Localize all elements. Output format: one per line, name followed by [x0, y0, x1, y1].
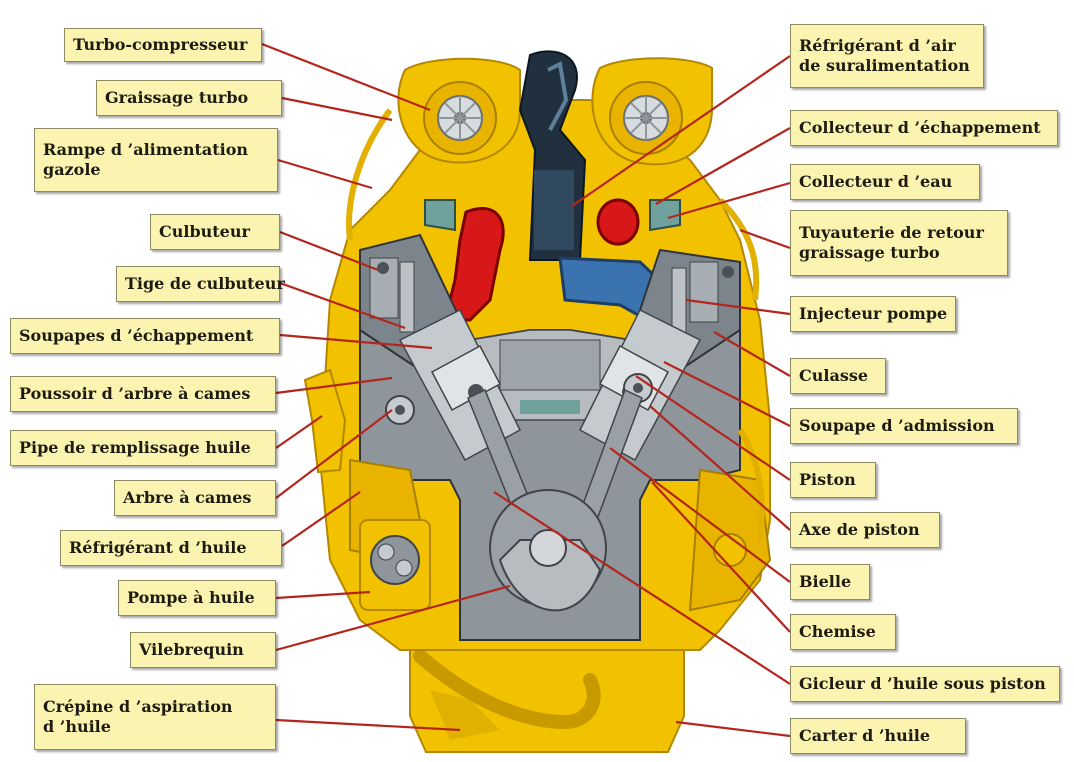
label-graissage-turbo: Graissage turbo	[96, 80, 282, 116]
label-chemise: Chemise	[790, 614, 896, 650]
label-carter-d-huile: Carter d ’huile	[790, 718, 966, 754]
oil-pump	[360, 520, 430, 610]
label-text-line: graissage turbo	[799, 243, 999, 263]
label-pompe-a-huile: Pompe à huile	[118, 580, 276, 616]
label-text-line: Tuyauterie de retour	[799, 223, 999, 243]
left-turbo	[398, 59, 520, 163]
right-turbo	[592, 58, 712, 164]
label-text-line: Vilebrequin	[139, 640, 267, 660]
label-text-line: Poussoir d ’arbre à cames	[19, 384, 267, 404]
label-text-line: Injecteur pompe	[799, 304, 947, 324]
label-vilebrequin: Vilebrequin	[130, 632, 276, 668]
label-text-line: Chemise	[799, 622, 887, 642]
label-text-line: Rampe d ’alimentation	[43, 140, 269, 160]
label-soupape-d-admission: Soupape d ’admission	[790, 408, 1018, 444]
label-text-line: Arbre à cames	[123, 488, 267, 508]
label-text-line: Culasse	[799, 366, 877, 386]
label-culbuteur: Culbuteur	[150, 214, 280, 250]
label-soupapes-d-echappement: Soupapes d ’échappement	[10, 318, 280, 354]
label-tige-de-culbuteur: Tige de culbuteur	[116, 266, 280, 302]
label-text-line: gazole	[43, 160, 269, 180]
label-text-line: Carter d ’huile	[799, 726, 957, 746]
label-text-line: Culbuteur	[159, 222, 271, 242]
label-text-line: Soupape d ’admission	[799, 416, 1009, 436]
label-text-line: Crépine d ’aspiration	[43, 697, 267, 717]
label-text-line: Bielle	[799, 572, 861, 592]
label-text-line: d ’huile	[43, 717, 267, 737]
label-turbo-compresseur: Turbo-compresseur	[64, 28, 262, 62]
label-text-line: Réfrigérant d ’huile	[69, 538, 273, 558]
label-collecteur-d-eau: Collecteur d ’eau	[790, 164, 980, 200]
label-text-line: Axe de piston	[799, 520, 931, 540]
label-text-line: Collecteur d ’échappement	[799, 118, 1049, 138]
label-text-line: Turbo-compresseur	[73, 35, 253, 55]
label-text-line: Collecteur d ’eau	[799, 172, 971, 192]
label-axe-de-piston: Axe de piston	[790, 512, 940, 548]
label-arbre-a-cames: Arbre à cames	[114, 480, 276, 516]
label-text-line: Gicleur d ’huile sous piston	[799, 674, 1051, 694]
label-injecteur-pompe: Injecteur pompe	[790, 296, 956, 332]
label-piston: Piston	[790, 462, 876, 498]
label-text-line: Tige de culbuteur	[125, 274, 271, 294]
label-text-line: Soupapes d ’échappement	[19, 326, 271, 346]
exhaust-port-right	[598, 200, 638, 244]
label-pipe-de-remplissage-huile: Pipe de remplissage huile	[10, 430, 276, 466]
label-text-line: Pompe à huile	[127, 588, 267, 608]
label-bielle: Bielle	[790, 564, 870, 600]
label-poussoir-d-arbre-a-cames: Poussoir d ’arbre à cames	[10, 376, 276, 412]
water-collector-left	[425, 200, 455, 230]
label-culasse: Culasse	[790, 358, 886, 394]
label-text-line: Piston	[799, 470, 867, 490]
label-text-line: Graissage turbo	[105, 88, 273, 108]
label-refrigerant-d-huile: Réfrigérant d ’huile	[60, 530, 282, 566]
label-text-line: Pipe de remplissage huile	[19, 438, 267, 458]
label-gicleur-d-huile-sous-piston: Gicleur d ’huile sous piston	[790, 666, 1060, 702]
label-text-line: Réfrigérant d ’air	[799, 36, 975, 56]
label-text-line: de suralimentation	[799, 56, 975, 76]
label-collecteur-d-echappement: Collecteur d ’échappement	[790, 110, 1058, 146]
